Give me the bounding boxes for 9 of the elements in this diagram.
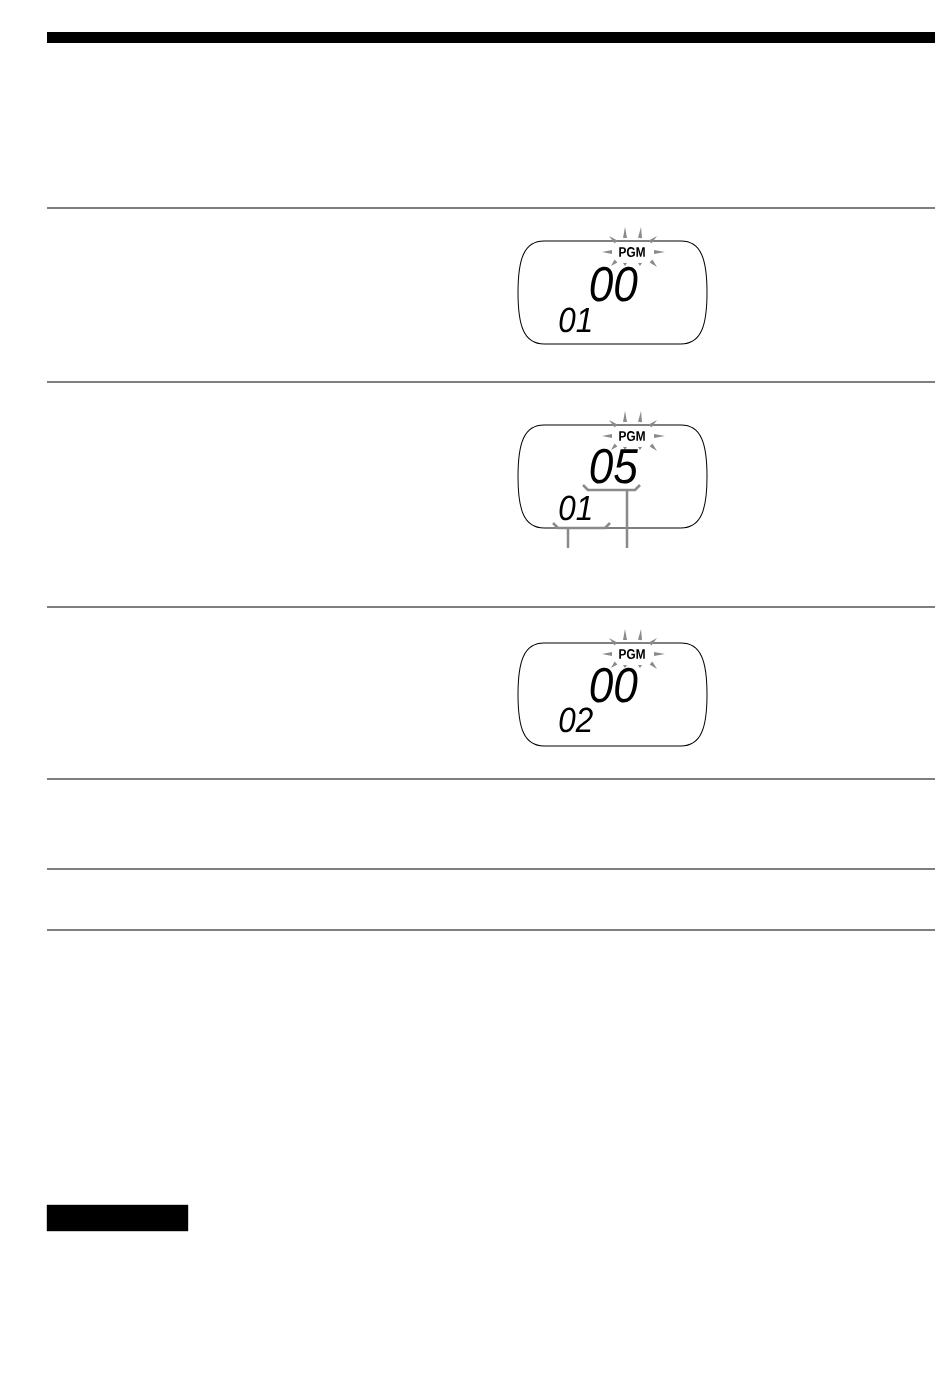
leader-line bbox=[581, 483, 642, 550]
label-tab bbox=[46, 1204, 189, 1232]
lcd-digits: 02 bbox=[559, 707, 593, 733]
lcd-digits: 01 bbox=[559, 307, 591, 333]
lcd-digits: 00 bbox=[590, 667, 638, 703]
leader-line bbox=[551, 521, 612, 550]
lcd-digits: 05 bbox=[590, 448, 638, 484]
lcd-digits: 00 bbox=[590, 266, 638, 302]
lcd-digits: 01 bbox=[559, 495, 591, 521]
